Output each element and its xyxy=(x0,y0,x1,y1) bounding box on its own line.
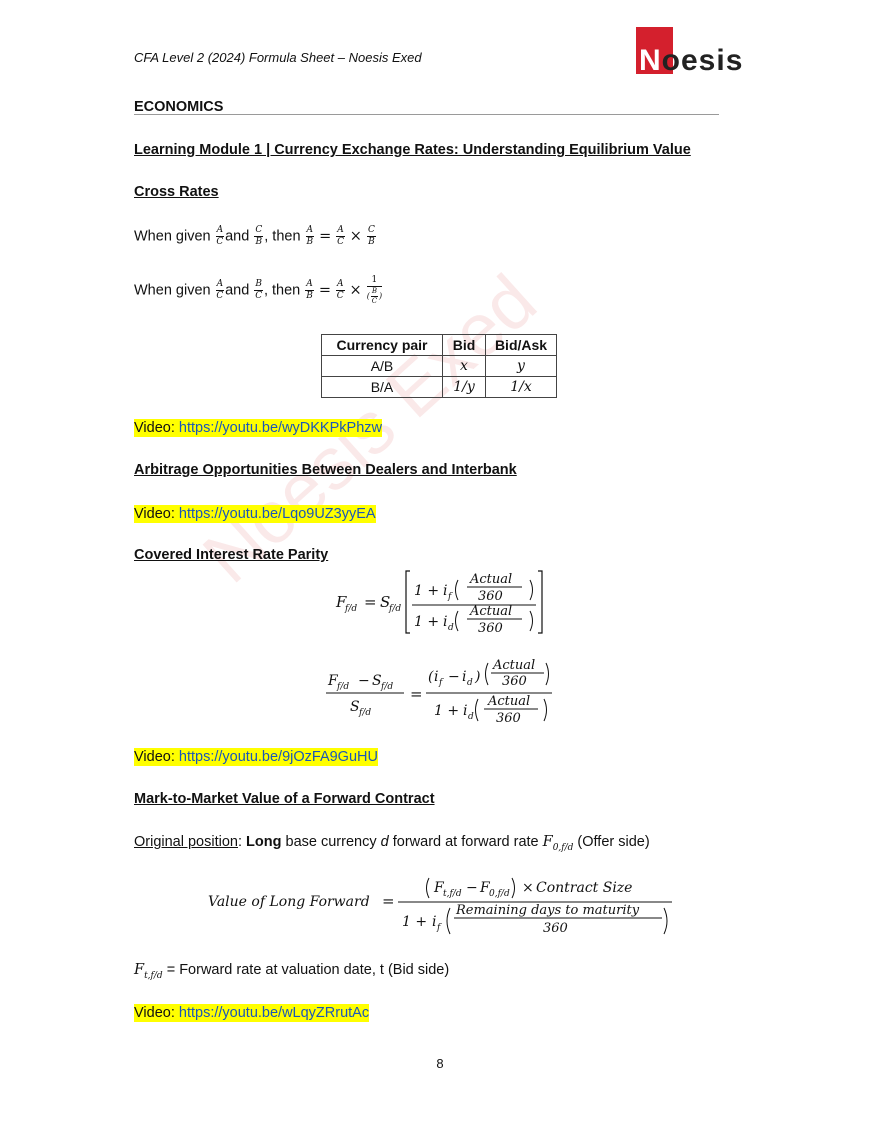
video-url-link[interactable]: https://youtu.be/Lqo9UZ3yyEA xyxy=(178,506,376,522)
table-row: B/A 1/y 1/x xyxy=(321,376,557,398)
svg-text:×: × xyxy=(522,880,534,896)
table-header: Currency pair xyxy=(321,334,443,356)
svg-text:F: F xyxy=(433,880,445,896)
video-url-link[interactable]: https://youtu.be/wyDKKPkPhzw xyxy=(178,420,382,436)
video-link-mtm: Video: https://youtu.be/wLqyZRrutAc xyxy=(134,1004,370,1022)
svg-text:Actual: Actual xyxy=(469,604,512,619)
svg-text:360: 360 xyxy=(478,621,503,636)
video-link-arbitrage: Video: https://youtu.be/Lqo9UZ3yyEA xyxy=(134,505,376,523)
table-header: Bid/Ask xyxy=(485,334,557,356)
svg-text:f/d: f/d xyxy=(380,682,393,692)
table-row: A/B x y xyxy=(321,355,557,377)
svg-text:f: f xyxy=(447,592,453,602)
svg-text:f/d: f/d xyxy=(358,708,371,718)
svg-text:S: S xyxy=(350,699,360,715)
svg-text:t,f/d: t,f/d xyxy=(443,889,462,899)
svg-text:Actual: Actual xyxy=(492,658,535,673)
svg-text:S: S xyxy=(380,593,390,611)
svg-text:1 +: 1 + xyxy=(414,614,439,630)
svg-text:−: − xyxy=(466,880,478,896)
svg-text:1 +: 1 + xyxy=(434,703,459,719)
mtm-heading: Mark-to-Market Value of a Forward Contra… xyxy=(134,791,435,807)
svg-text:=: = xyxy=(382,892,395,910)
svg-text:S: S xyxy=(372,673,382,689)
svg-text:d: d xyxy=(467,678,473,688)
section-divider xyxy=(134,114,719,115)
svg-text:Contract Size: Contract Size xyxy=(536,880,632,896)
svg-text:1 +: 1 + xyxy=(414,583,439,599)
svg-text:−: − xyxy=(448,669,460,685)
svg-text:i: i xyxy=(432,914,436,930)
svg-text:1 +: 1 + xyxy=(402,914,427,930)
svg-text:Actual: Actual xyxy=(469,572,512,587)
svg-text:f: f xyxy=(438,678,444,688)
video-url-link[interactable]: https://youtu.be/9jOzFA9GuHU xyxy=(178,749,378,765)
forward-rate-definition: Ft,f/d = Forward rate at valuation date,… xyxy=(134,962,450,981)
svg-text:360: 360 xyxy=(478,589,503,604)
video-link-cross-rates: Video: https://youtu.be/wyDKKPkPhzw xyxy=(134,419,382,437)
section-title: ECONOMICS xyxy=(134,99,224,115)
module-heading: Learning Module 1 | Currency Exchange Ra… xyxy=(134,142,691,158)
svg-text:0,f/d: 0,f/d xyxy=(489,889,510,899)
arbitrage-heading: Arbitrage Opportunities Between Dealers … xyxy=(134,462,517,478)
svg-text:Value of Long Forward: Value of Long Forward xyxy=(208,894,370,910)
document-header-title: CFA Level 2 (2024) Formula Sheet – Noesi… xyxy=(134,50,422,65)
table-header: Bid xyxy=(442,334,486,356)
svg-text:): ) xyxy=(474,669,480,685)
page-number: 8 xyxy=(436,1056,444,1071)
svg-text:F: F xyxy=(335,593,347,611)
svg-text:(: ( xyxy=(428,669,434,685)
cross-rates-heading: Cross Rates xyxy=(134,184,219,200)
svg-text:i: i xyxy=(443,614,447,630)
svg-text:f/d: f/d xyxy=(388,604,401,614)
svg-text:360: 360 xyxy=(496,711,521,726)
svg-text:i: i xyxy=(443,583,447,599)
svg-text:i: i xyxy=(463,703,467,719)
svg-text:Actual: Actual xyxy=(487,694,530,709)
svg-text:i: i xyxy=(462,669,466,685)
svg-text:f/d: f/d xyxy=(344,604,357,614)
svg-text:F: F xyxy=(327,673,339,689)
svg-text:i: i xyxy=(434,669,438,685)
svg-text:d: d xyxy=(468,712,474,722)
cirp-heading: Covered Interest Rate Parity xyxy=(134,547,329,563)
original-position-text: Original position: Long base currency d … xyxy=(134,834,650,853)
video-link-cirp: Video: https://youtu.be/9jOzFA9GuHU xyxy=(134,748,378,766)
noesis-logo: Noesis xyxy=(636,27,746,77)
svg-text:−: − xyxy=(358,673,370,689)
video-url-link[interactable]: https://youtu.be/wLqyZRrutAc xyxy=(178,1005,370,1021)
svg-text:360: 360 xyxy=(543,921,568,936)
svg-text:Remaining days to maturity: Remaining days to maturity xyxy=(455,903,640,918)
svg-text:f/d: f/d xyxy=(336,682,349,692)
svg-text:f: f xyxy=(436,923,442,933)
svg-text:F: F xyxy=(479,880,491,896)
svg-text:=: = xyxy=(364,593,377,611)
svg-text:d: d xyxy=(448,623,454,633)
svg-text:=: = xyxy=(410,685,423,703)
currency-pair-table: Currency pair Bid Bid/Ask A/B x y B/A 1/… xyxy=(321,334,557,398)
svg-text:360: 360 xyxy=(502,674,527,689)
